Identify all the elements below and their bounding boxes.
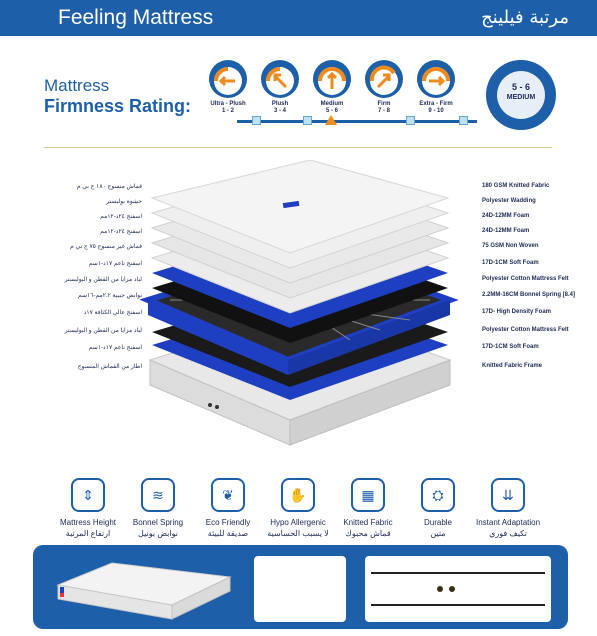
layer-label-en: 24D-12MM Foam xyxy=(482,213,530,219)
header-bar: Feeling Mattress مرتبة فيلينج xyxy=(0,0,597,36)
vent-icon xyxy=(449,586,455,592)
feature-label-ar: نوابض بونيل xyxy=(138,529,178,538)
level-name: Medium xyxy=(320,101,344,107)
feature-label-ar: صديقة للبيئة xyxy=(207,529,249,538)
firmness-title-line1: Mattress xyxy=(44,76,110,95)
layer-label-en: 17D- High Density Foam xyxy=(482,309,552,315)
firmness-scale-line xyxy=(237,120,477,123)
feature-label-en: Bonnel Spring xyxy=(132,518,184,527)
instant-adaptation-icon: ⇊ xyxy=(491,478,525,512)
level-label-firm: Firm 7 - 8 xyxy=(349,101,419,115)
layer-label-ar: حشوة بوليستر xyxy=(106,199,142,205)
feature-label-en: Eco Friendly xyxy=(205,518,251,527)
feature-label-en: Durable xyxy=(423,518,452,527)
feature-label-ar: تكيف فوري xyxy=(489,529,527,538)
level-label-extra-firm: Extra - Firm 9 - 10 xyxy=(401,101,471,115)
section-divider xyxy=(44,147,552,148)
eco-leaf-icon: ❦ xyxy=(211,478,245,512)
durable-weight-icon: ⛭ xyxy=(421,478,455,512)
scale-tick xyxy=(303,116,312,125)
knitted-fabric-icon: ▦ xyxy=(351,478,385,512)
mattress-photo-image xyxy=(56,562,232,620)
feature-label-en: Knitted Fabric xyxy=(343,518,393,527)
layer-label-en: Knitted Fabric Frame xyxy=(482,363,543,369)
feature-label-en: Mattress Height xyxy=(59,518,117,527)
feature-hypo-allergenic: ✋ Hypo Allergenic لا يسبب الحساسية xyxy=(266,478,330,538)
layer-label-en: 17D-1CM Soft Foam xyxy=(482,260,539,266)
badge-range: 5 - 6 xyxy=(511,82,530,92)
level-range: 3 - 4 xyxy=(273,108,286,114)
gauge-right-icon xyxy=(417,60,455,98)
feature-durable: ⛭ Durable متين xyxy=(406,478,470,538)
page-title: Feeling Mattress xyxy=(58,6,214,29)
level-range: 5 - 6 xyxy=(325,108,338,114)
layer-label-ar: اسفنج ناعم ١٧د-١سم xyxy=(88,345,142,351)
level-name: Extra - Firm xyxy=(419,101,453,107)
layer-label-ar: اسفنج ٢٤د-١٢مم xyxy=(100,214,142,220)
layer-label-en: 24D-12MM Foam xyxy=(482,228,530,234)
layer-label-en: Polyester Wadding xyxy=(482,198,536,204)
layer-label-en: 75 GSM Non Woven xyxy=(482,243,539,249)
layer-label-ar: قماش منسوج ١٨٠ ج بي م xyxy=(76,184,142,190)
feature-label-ar: لا يسبب الحساسية xyxy=(267,529,329,538)
scale-tick xyxy=(252,116,261,125)
vent-icon xyxy=(437,586,443,592)
level-name: Plush xyxy=(271,101,289,107)
layer-label-ar: نوابض جيبية ٢.٢مم-١٦سم xyxy=(78,293,142,299)
layer-label-en: Polyester Cotton Mattress Felt xyxy=(482,276,569,282)
layer-label-ar: اسفنج ٢٤د-١٢مم xyxy=(100,229,142,235)
layer-label-ar: لباد مزايا من القطن و البوليستر xyxy=(64,328,142,334)
layer-label-ar: لباد مزايا من القطن و البوليستر xyxy=(64,277,142,283)
level-name: Ultra - Plush xyxy=(210,101,246,107)
mattress-height-icon: ⇕ xyxy=(71,478,105,512)
selected-level-marker xyxy=(325,115,337,125)
level-range: 9 - 10 xyxy=(428,108,444,114)
feature-label-en: Instant Adaptation xyxy=(476,518,541,527)
feature-label-en: Hypo Allergenic xyxy=(270,518,326,527)
gauge-up-icon xyxy=(313,60,351,98)
gauge-left-icon xyxy=(209,60,247,98)
layer-label-ar: اسفنج عالي الكثافة ١٧د xyxy=(83,310,142,316)
fabric-closeup-photo xyxy=(254,556,346,622)
level-range: 7 - 8 xyxy=(377,108,390,114)
firmness-title-line2: Firmness Rating: xyxy=(44,96,192,116)
layer-label-ar: اطار من القماش المنسوج xyxy=(77,364,142,370)
side-closeup-photo xyxy=(365,556,551,622)
gauge-upper-right-icon xyxy=(365,60,403,98)
gauge-upper-left-icon xyxy=(261,60,299,98)
feature-mattress-height: ⇕ Mattress Height ارتفاع المرتبة xyxy=(56,478,120,538)
badge-label: MEDIUM xyxy=(506,94,536,101)
level-label-medium: Medium 5 - 6 xyxy=(297,101,367,115)
layer-label-en: 180 GSM Knitted Fabric xyxy=(482,183,550,189)
layer-label-en: 2.2MM-16CM Bonnel Spring [8.4] xyxy=(482,292,576,298)
feature-label-ar: متين xyxy=(430,529,446,538)
layer-label-en: Polyester Cotton Mattress Felt xyxy=(482,327,569,333)
level-label-ultra-plush: Ultra - Plush 1 - 2 xyxy=(193,101,263,115)
feature-instant-adaptation: ⇊ Instant Adaptation تكيف فوري xyxy=(476,478,540,538)
level-label-plush: Plush 3 - 4 xyxy=(245,101,315,115)
feature-eco-friendly: ❦ Eco Friendly صديقة للبيئة xyxy=(196,478,260,538)
feature-label-ar: قماش محبوك xyxy=(345,529,391,538)
feature-knitted-fabric: ▦ Knitted Fabric قماش محبوك xyxy=(336,478,400,538)
mattress-photo xyxy=(52,555,234,623)
firmness-badge-inner xyxy=(497,71,545,119)
level-range: 1 - 2 xyxy=(221,108,234,114)
mattress-layers-illustration xyxy=(140,160,459,446)
layer-label-ar: اسفنج ناعم ١٧د-١سم xyxy=(88,261,142,267)
layer-label-en: 17D-1CM Soft Foam xyxy=(482,344,539,350)
piping-line xyxy=(371,572,545,574)
page-title-arabic: مرتبة فيلينج xyxy=(481,7,569,28)
piping-line xyxy=(371,604,545,606)
scale-tick xyxy=(459,116,468,125)
spring-icon: ≋ xyxy=(141,478,175,512)
layer-label-ar: قماش غير منسوج ٧٥ ج بي م xyxy=(70,244,142,250)
hypoallergenic-icon: ✋ xyxy=(281,478,315,512)
feature-bonnel-spring: ≋ Bonnel Spring نوابض بونيل xyxy=(126,478,190,538)
level-name: Firm xyxy=(377,101,391,107)
feature-label-ar: ارتفاع المرتبة xyxy=(65,529,111,538)
scale-tick xyxy=(406,116,415,125)
